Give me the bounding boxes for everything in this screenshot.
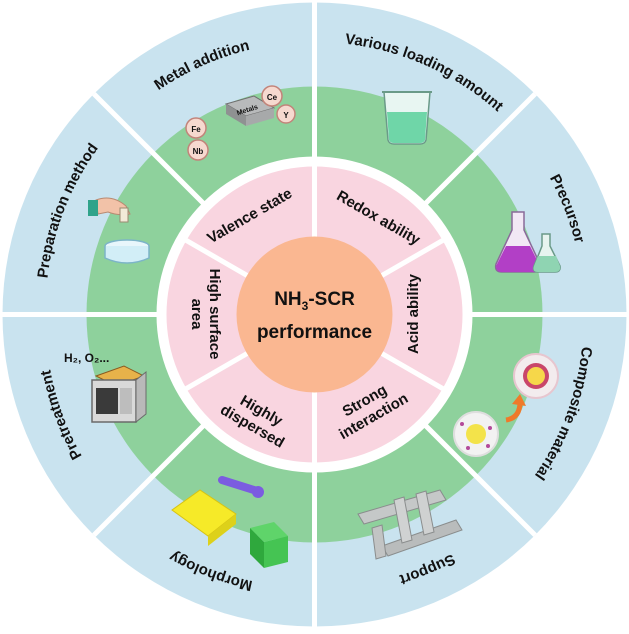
svg-text:Nb: Nb xyxy=(193,147,204,156)
center-circle xyxy=(236,236,393,393)
sector-dividers xyxy=(2,2,627,627)
center-subtitle: performance xyxy=(257,322,372,343)
core-shell-particle-icon xyxy=(453,353,559,457)
center-title: NH3-SCR xyxy=(274,289,355,313)
svg-text:Fe: Fe xyxy=(191,125,201,134)
inner-label-acid-ability: Acid ability xyxy=(405,273,422,354)
metals-icon: Metals Fe Ce Nb Y xyxy=(185,85,296,161)
inner-label-high-surface-area: High surfacearea xyxy=(188,269,223,360)
flask-icon xyxy=(494,211,561,273)
furnace-icon: H₂, O₂... xyxy=(64,351,147,424)
beaker-icon xyxy=(382,91,432,145)
hand-dish-icon xyxy=(88,197,150,264)
svg-text:Ce: Ce xyxy=(267,93,278,102)
morphology-shapes-icon xyxy=(171,476,288,568)
svg-text:Y: Y xyxy=(283,111,289,120)
inner-dividers xyxy=(184,166,445,463)
gas-label: H₂, O₂... xyxy=(64,351,109,365)
support-frame-icon xyxy=(357,489,463,560)
